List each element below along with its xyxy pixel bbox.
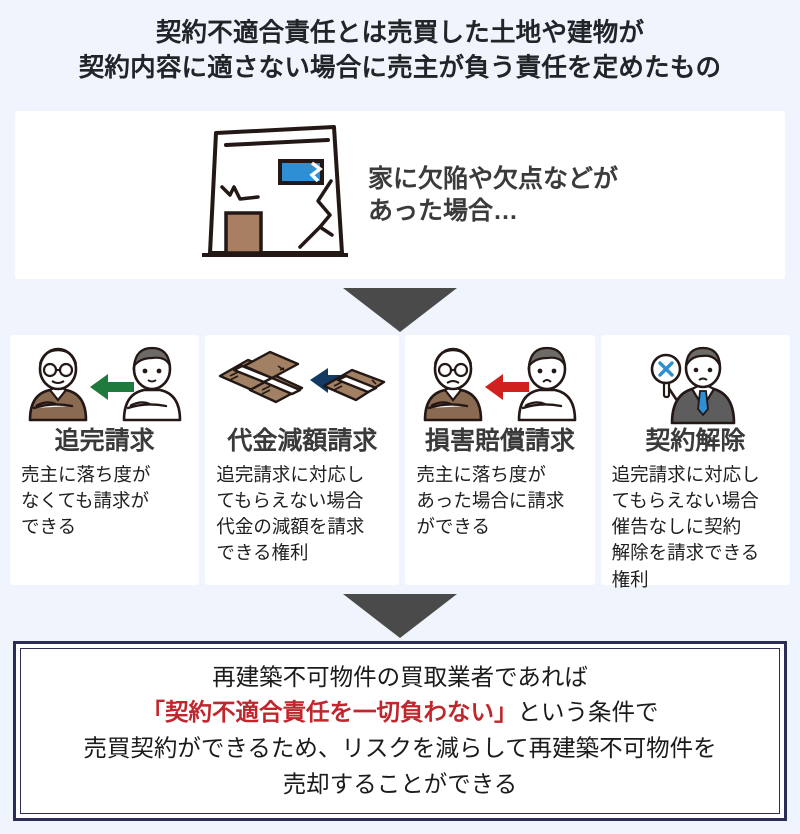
page-title-line-2: 契約内容に適さない場合に売主が負う責任を定めたもの bbox=[78, 54, 722, 83]
card-2-body: 追完請求に対応し てもらえない場合 代金の減額を請求 できる権利 bbox=[214, 462, 364, 567]
card-1-body-line-3: できる bbox=[21, 516, 77, 538]
card-3-title: 損害賠償請求 bbox=[424, 427, 575, 455]
card-3-body: 売主に落ち度が あった場合に請求 ができる bbox=[414, 462, 564, 541]
seller-buyer-green-arrow-icon bbox=[28, 346, 181, 422]
page-title-line-1: 契約不適合責任とは売買した土地や建物が bbox=[155, 19, 645, 47]
conclusion-box: 再建築不可物件の買取業者であれば 「契約不適合責任を一切負わない」という条件で … bbox=[13, 641, 787, 821]
card-4-body-line-1: 追完請求に対応し bbox=[611, 463, 760, 485]
card-3-body-line-3: ができる bbox=[416, 516, 490, 538]
conclusion-highlight: 「契約不適合責任を一切負わない」 bbox=[141, 699, 518, 726]
card-4-art bbox=[610, 343, 781, 427]
card-2-art bbox=[214, 343, 390, 427]
card-2-body-line-2: てもらえない場合 bbox=[216, 489, 364, 511]
card-2-body-line-4: できる権利 bbox=[216, 542, 309, 564]
cracked-house-illustration bbox=[202, 125, 348, 257]
card-4-title: 契約解除 bbox=[645, 427, 746, 455]
card-3-body-line-1: 売主に落ち度が bbox=[416, 463, 546, 485]
card-1-title: 追完請求 bbox=[54, 427, 155, 455]
card-1-body-line-2: なくても請求が bbox=[21, 489, 150, 511]
house-defect-caption: 家に欠陥や欠点などが あった場合… bbox=[368, 163, 618, 228]
remedies-card-row: 追完請求 売主に落ち度が なくても請求が できる bbox=[10, 335, 790, 590]
card-keiyaku-kaijo[interactable]: 契約解除 追完請求に対応し てもらえない場合 催告なしに契約 解除を請求できる … bbox=[600, 335, 790, 590]
card-songai-baisho-seikyu[interactable]: 損害賠償請求 売主に落ち度が あった場合に請求 ができる bbox=[405, 335, 595, 585]
conclusion-line-4: 売却することができる bbox=[282, 770, 518, 797]
card-4-body-line-4: 解除を請求できる bbox=[611, 542, 760, 564]
conclusion-line-3: 売買契約ができるため、リスクを減らして再建築不可物件を bbox=[83, 735, 717, 761]
card-2-body-line-3: 代金の減額を請求 bbox=[216, 516, 365, 538]
card-3-art bbox=[414, 343, 585, 427]
card-3-body-line-2: あった場合に請求 bbox=[416, 489, 565, 511]
card-tsuikan-seikyu[interactable]: 追完請求 売主に落ち度が なくても請求が できる bbox=[10, 335, 200, 585]
card-2-title: 代金減額請求 bbox=[227, 427, 378, 455]
house-defect-panel: 家に欠陥や欠点などが あった場合… bbox=[15, 111, 785, 279]
money-bundles-reduce-icon bbox=[219, 350, 386, 404]
house-caption-line-1: 家に欠陥や欠点などが bbox=[368, 164, 619, 193]
card-1-body: 売主に落ち度が なくても請求が できる bbox=[19, 462, 151, 541]
conclusion-line-1: 再建築不可物件の買取業者であれば bbox=[212, 663, 588, 690]
businessman-with-x-sign-icon bbox=[651, 346, 736, 425]
house-caption-line-2: あった場合… bbox=[368, 197, 519, 225]
card-4-body-line-3: 催告なしに契約 bbox=[611, 516, 742, 538]
conclusion-line-2: 「契約不適合責任を一切負わない」という条件で bbox=[142, 695, 659, 731]
card-4-body-line-5: 権利 bbox=[611, 568, 649, 590]
conclusion-line-2-rest: という条件で bbox=[517, 699, 659, 726]
card-1-body-line-1: 売主に落ち度が bbox=[21, 463, 151, 485]
card-daikin-gengaku-seikyu[interactable]: 代金減額請求 追完請求に対応し てもらえない場合 代金の減額を請求 できる権利 bbox=[205, 335, 400, 585]
card-1-art bbox=[19, 343, 190, 427]
card-4-body-line-2: てもらえない場合 bbox=[611, 489, 759, 511]
down-arrow-to-conclusion bbox=[343, 594, 457, 638]
card-2-body-line-1: 追完請求に対応し bbox=[216, 463, 365, 485]
page-title: 契約不適合責任とは売買した土地や建物が 契約内容に適さない場合に売主が負う責任を… bbox=[0, 0, 800, 86]
seller-buyer-red-arrow-icon bbox=[423, 346, 577, 422]
card-4-body: 追完請求に対応し てもらえない場合 催告なしに契約 解除を請求できる 権利 bbox=[610, 462, 760, 593]
down-arrow-to-remedies bbox=[343, 288, 457, 332]
